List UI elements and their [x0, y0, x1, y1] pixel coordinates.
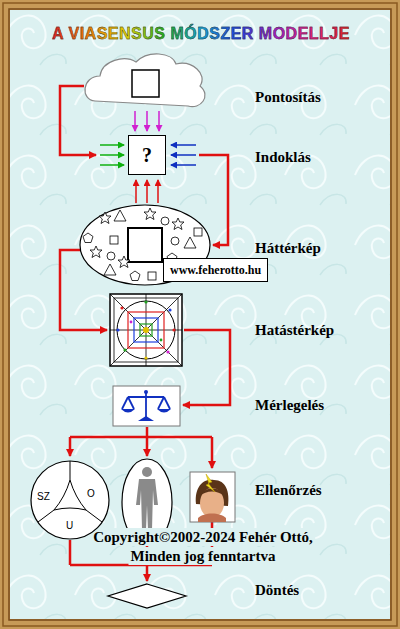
cloud: [85, 54, 205, 107]
copyright-text: Copyright©2002-2024 Fehér Ottó,: [91, 528, 315, 546]
decision-diamond: [108, 584, 186, 608]
region-letter: O: [87, 488, 95, 499]
question-mark: ?: [129, 144, 165, 166]
stage-label: Háttérkép: [255, 239, 321, 257]
web-address: www.feherotto.hu: [170, 262, 261, 278]
stage-label: Pontosítás: [255, 88, 321, 106]
input-arrows: [100, 111, 196, 203]
head-box: [190, 472, 235, 522]
web-address-box: www.feherotto.hu: [163, 258, 268, 282]
stage-label: Döntés: [255, 581, 299, 599]
stage-label: Hatástérkép: [255, 321, 334, 339]
circle-diagram: SZ O U: [30, 460, 110, 540]
stage-label: Mérlegelés: [255, 396, 324, 414]
scale-box: [113, 386, 180, 426]
impact-map: [110, 294, 182, 366]
stage-label: Indoklás: [255, 148, 311, 166]
stage-label: Ellenőrzés: [255, 481, 322, 499]
region-letter: SZ: [37, 491, 50, 502]
copyright-text: Minden jog fenntartva: [129, 547, 278, 565]
question-box: ?: [128, 135, 166, 175]
title: A VIASENSUS MÓDSZER MODELLJE: [52, 24, 350, 44]
region-letter: U: [66, 520, 73, 531]
